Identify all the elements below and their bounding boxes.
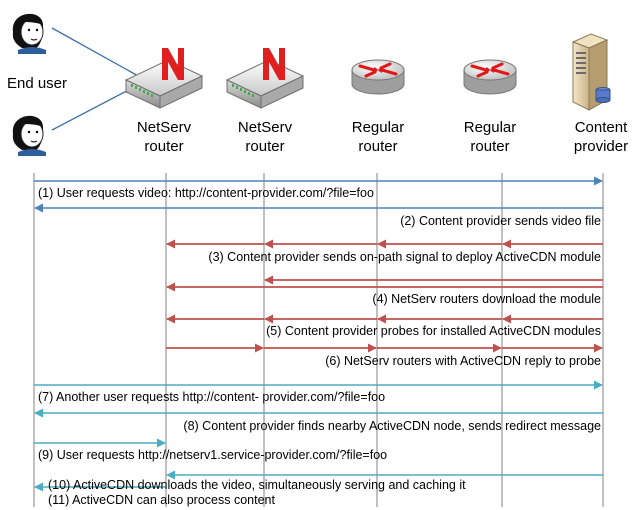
step-5-label: (5) Content provider probes for installe… — [266, 324, 601, 338]
label-line: router — [358, 138, 398, 155]
label-line: router — [144, 138, 184, 155]
label-line: NetServ — [237, 119, 293, 136]
regular-router-icon — [463, 59, 517, 95]
label-line: Content — [574, 119, 628, 136]
label-netserv-router-2: NetServ router — [232, 118, 298, 156]
label-regular-router-2: Regular router — [457, 118, 523, 156]
step-2-label: (2) Content provider sends video file — [400, 214, 601, 228]
lifelines — [33, 173, 604, 507]
label-line: provider — [573, 138, 629, 155]
link-user1-router — [51, 27, 141, 78]
label-line: router — [470, 138, 510, 155]
link-user2-router — [51, 83, 141, 131]
label-netserv-router-1: NetServ router — [131, 118, 197, 156]
label-end-user: End user — [6, 75, 68, 92]
user-icon — [12, 13, 46, 54]
regular-router-icon — [351, 59, 405, 95]
server-icon — [571, 33, 611, 111]
step-3-label: (3) Content provider sends on-path signa… — [208, 250, 601, 264]
step-6-label: (6) NetServ routers with ActiveCDN reply… — [325, 354, 601, 368]
step-8-label: (8) Content provider finds nearby Active… — [183, 419, 601, 433]
label-line: Regular — [463, 119, 517, 136]
label-regular-router-1: Regular router — [345, 118, 411, 156]
step-9-label: (9) User requests http://netserv1.servic… — [38, 448, 388, 462]
label-line: router — [245, 138, 285, 155]
label-line: NetServ — [136, 119, 192, 136]
step-4-label: (4) NetServ routers download the module — [372, 292, 601, 306]
user-icon — [12, 115, 46, 156]
netserv-router-icon — [124, 48, 204, 109]
step-11-label: (11) ActiveCDN can also process content — [48, 493, 275, 507]
arrow-step-4 — [166, 275, 603, 292]
step-10-label: (10) ActiveCDN downloads the video, simu… — [48, 478, 466, 492]
step-7-label: (7) Another user requests http://content… — [38, 390, 386, 404]
label-content-provider: Content provider — [566, 118, 636, 156]
label-line: Regular — [351, 119, 405, 136]
step-1-label: (1) User requests video: http://content-… — [38, 186, 374, 200]
netserv-router-icon — [225, 48, 305, 109]
